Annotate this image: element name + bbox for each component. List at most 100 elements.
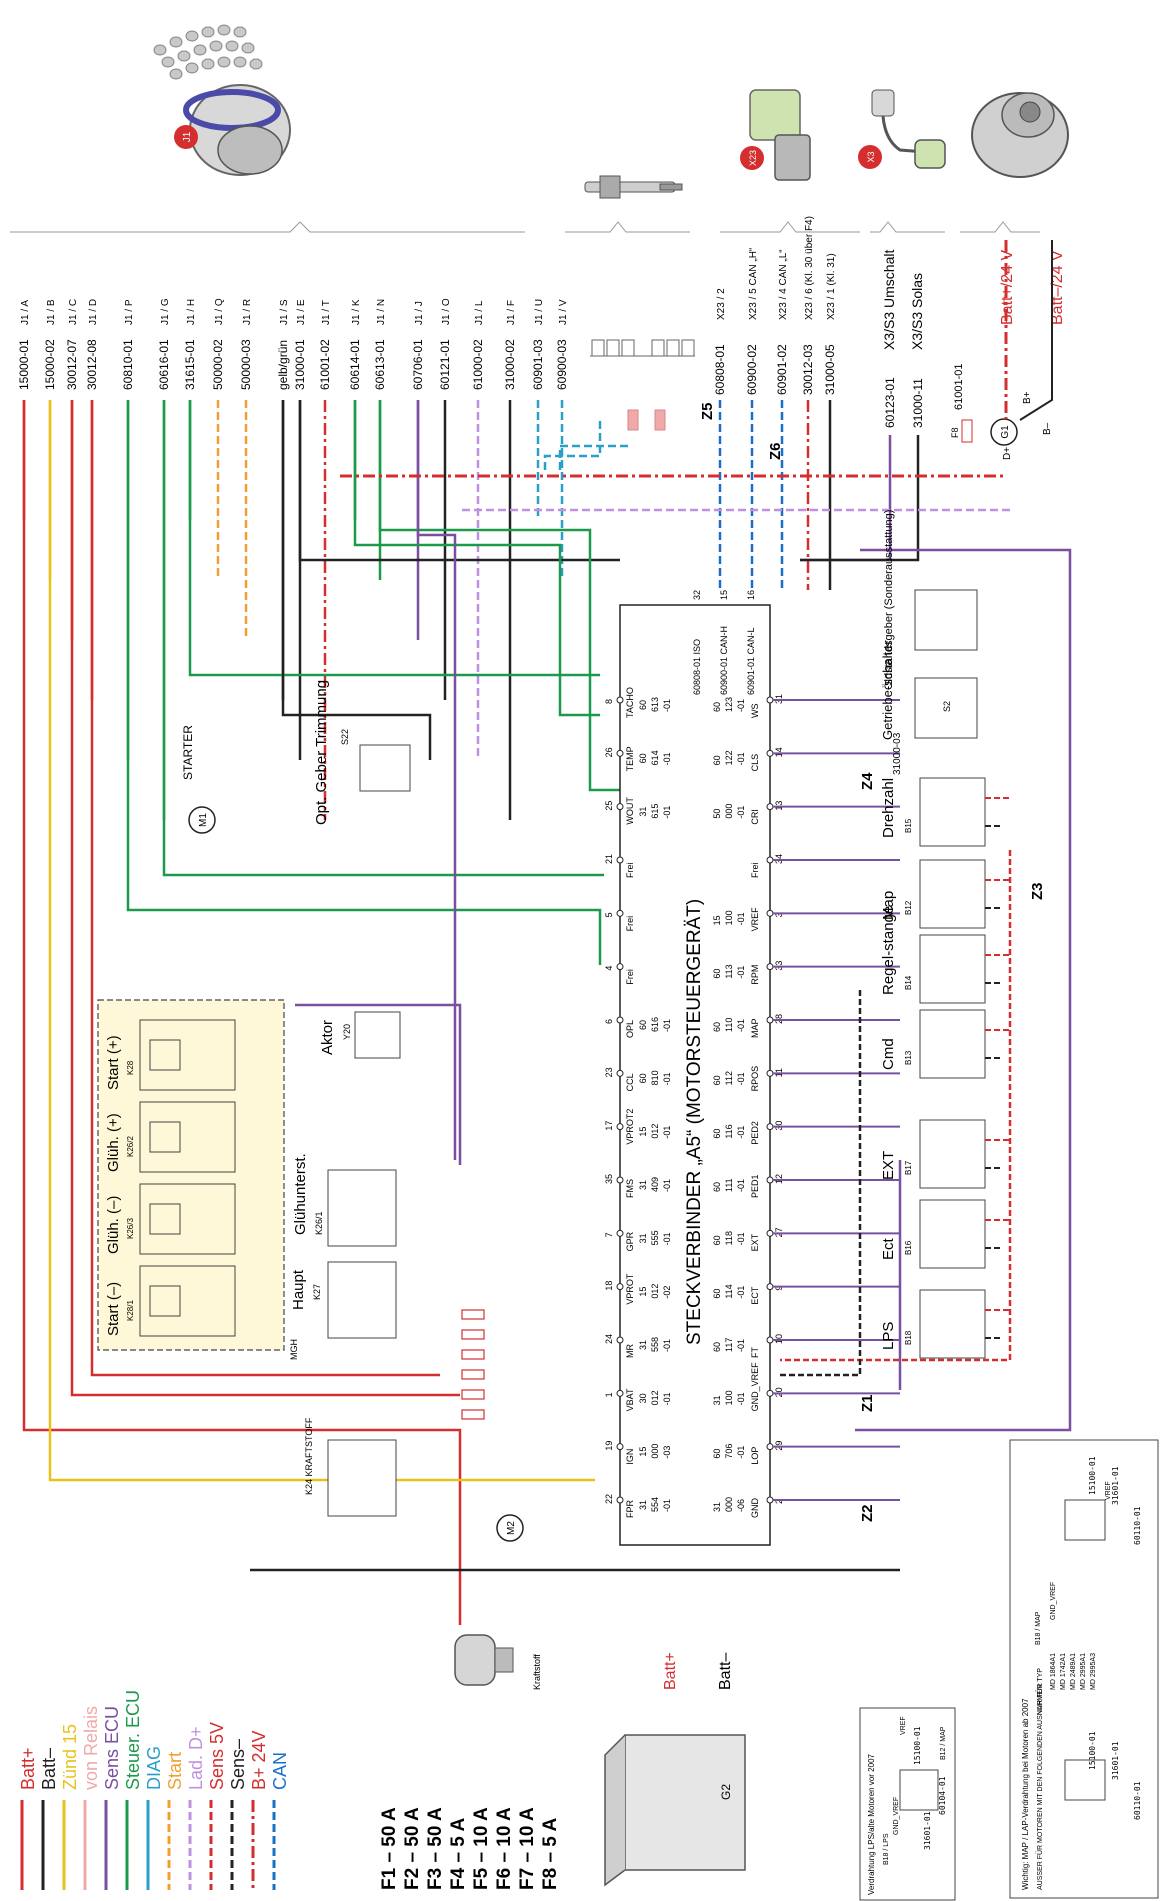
wire-code: 60810-01 [121,339,135,390]
ecu-pin-v2: 554 [650,1497,660,1512]
ecu-pin-v1: 31 [638,1233,648,1243]
ecu-pin-v1: 31 [712,1395,722,1405]
ecu-pin-name: MR [625,1344,635,1358]
x3-pin: X3/S3 Umschalt [881,250,897,350]
sensor-symbol [919,859,986,929]
ecu-can-label: 60900-01 CAN-H [719,626,729,695]
j1-face [217,125,283,175]
kraftstoff-filter-picture: Kraftstoff [454,1634,542,1690]
ecu-can-pin: 16 [746,590,756,600]
g1-label: G1 [1000,425,1011,439]
legend-label: CAN [270,1752,290,1790]
ecu-pin-name: FT [750,1347,760,1358]
x23-pin: X23 / 5 CAN „H“ [748,248,759,320]
ecu-pin-number: 13 [774,801,784,811]
bottom-batt-minus: Batt– [717,1653,734,1690]
ecu-pin-v1: 30 [638,1393,648,1403]
g2-label: G2 [719,1784,733,1800]
ecu-pin-v1: 60 [712,1235,722,1245]
ecu-pin-v1: 60 [638,753,648,763]
ecu-pin-name: IGN [625,1449,635,1465]
ecu-pin-v2: 122 [724,750,734,765]
ecu-pin-number: 18 [604,1281,614,1291]
sensor-name: Cmd [880,1038,897,1070]
sensor-id: B15 [904,818,913,833]
ecu-pin-v2: 000 [724,804,734,819]
wire-code: 31000-02 [503,339,517,390]
j1-ring [183,89,281,131]
wire-code: 50000-02 [211,339,225,390]
ecu-pin-number: 28 [774,1014,784,1024]
inset-b-code: 31601-01 [1111,1466,1120,1505]
trim-sender: Opt. Geber Trimmung S22 [313,680,411,825]
ecu-pin-v1: 50 [712,809,722,819]
ecu-pin-v1: 60 [638,700,648,710]
ecu-can-label: 60808-01 ISO [692,639,702,695]
ecu-pin-v3: -01 [736,1179,746,1192]
ecu-pin-number: 27 [774,1227,784,1237]
ecu-pin-v3: -01 [736,1019,746,1032]
ecu-pin-v1: 15 [638,1287,648,1297]
sensor-name: Ect [880,1237,897,1260]
wire-code: 15000-01 [17,339,31,390]
legend-label: Start [165,1752,185,1790]
ecu-pin-number: 7 [604,1232,614,1237]
ecu-pin-v1: 60 [638,1073,648,1083]
relay-symbol [139,1183,236,1255]
ecu-pin-v1: 60 [712,1182,722,1192]
ecu-pin-terminal [616,803,624,811]
sensor-id: B12 [904,900,913,915]
ecu-pin-v3: -01 [736,966,746,979]
ecu-pin-number: 19 [604,1441,614,1451]
ecu-can-pin: 15 [719,590,729,600]
legend-label: Zünd 15 [60,1724,80,1790]
ecu-pin-v1: 60 [638,1020,648,1030]
ecu-pin-v1: 60 [712,1022,722,1032]
ecu-pin-v1: 31 [638,1500,648,1510]
harness-line [162,400,604,877]
ecu-pin-name: ECT [750,1286,760,1305]
ecu-pin-terminal [616,1336,624,1344]
ecu-can-label: 60901-01 CAN-L [746,627,756,695]
f8-fuse [961,419,973,443]
relay-name: Start (–) [105,1282,122,1336]
relay-coil [149,1121,181,1153]
ecu-pin-v3: -01 [662,1499,672,1512]
ecu-pin-number: 4 [604,966,614,971]
inset-b-code: 60110-01 [1133,1781,1142,1820]
ecu-pin-name: OPL [625,1020,635,1038]
ecu-pin-v2: 558 [650,1337,660,1352]
wire-pin: J1 / D [88,299,99,325]
sensor-symbol [919,777,986,847]
ecu-pin-number: 20 [774,1387,784,1397]
sensor-id: B17 [904,1160,913,1175]
wire-code: 30012-08 [85,339,99,390]
ecu-pin-v3: -03 [662,1446,672,1459]
x3-pin: X3/S3 Solas [909,273,925,350]
fuse-entry: F3 – 50 A [425,1807,446,1890]
ecu-pin-v1: 15 [638,1447,648,1457]
ecu-pin-terminal [616,749,624,757]
ecu-pin-v3: -01 [662,1392,672,1405]
sensor-symbol [919,1119,986,1189]
harness-line [298,400,620,562]
x23-badge [740,146,764,170]
ecu-pin-name: PED1 [750,1174,760,1198]
ecu-pin-v1: 15 [638,1127,648,1137]
wire-code: 15000-02 [43,339,57,390]
wire-pin: J1 / S [279,299,290,325]
ecu-pin-v2: 114 [724,1284,734,1298]
ecu-pin-v3: -01 [736,1446,746,1459]
ecu-pin-v1: 31 [712,1502,722,1512]
ecu-pin-v3: -01 [662,699,672,712]
sensor-symbol [919,1009,986,1079]
bottom-batt-plus: Batt+ [662,1652,679,1690]
ecu-pin-name: Frei [750,863,760,879]
ecu-pin-name: Frei [625,863,635,879]
wire-code: 60901-03 [531,339,545,390]
ecu-pin-number: 8 [604,699,614,704]
ecu-pin-number: 5 [604,912,614,917]
